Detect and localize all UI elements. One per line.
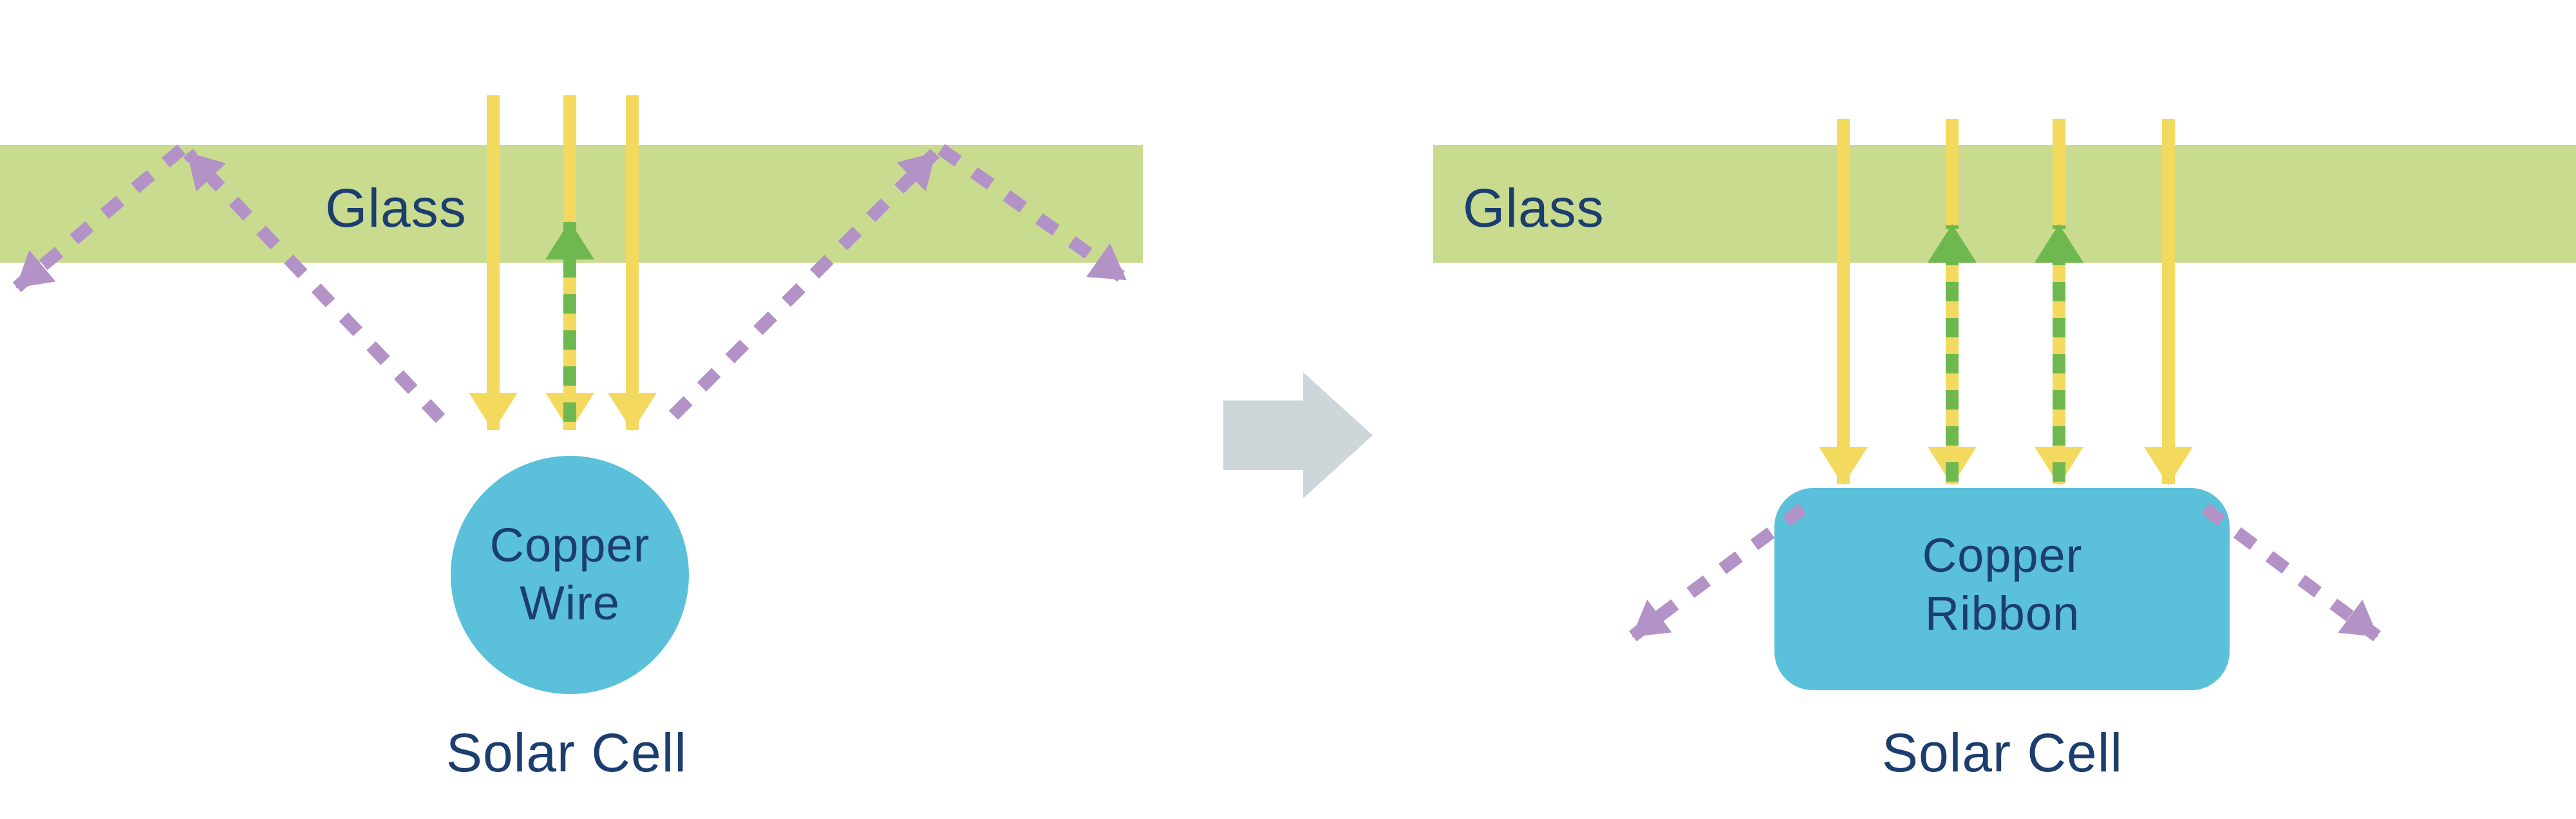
copper-wire-label-line2: Wire (520, 576, 620, 630)
solar-cell-caption: Solar Cell (446, 722, 687, 783)
copper-ribbon-shape (1774, 488, 2230, 690)
copper-wire-shape (451, 456, 689, 694)
panel-copper-ribbon: Glass Copper Ribbon Solar Cell (1433, 119, 2576, 783)
glass-label: Glass (1463, 178, 1604, 238)
glass-label: Glass (325, 178, 467, 238)
glass-layer (1433, 145, 2576, 263)
transition-right-arrow-icon (1223, 372, 1373, 498)
copper-wire-label-line1: Copper (490, 518, 650, 572)
solar-cell-caption: Solar Cell (1882, 722, 2123, 783)
copper-ribbon-label-line2: Ribbon (1925, 587, 2080, 640)
lost-light-ray-left-icon (1629, 504, 1807, 641)
copper-ribbon-label-line1: Copper (1923, 529, 2083, 582)
lost-light-ray-right-icon (2201, 503, 2381, 642)
panel-copper-wire: Glass Copper Wire Solar Cell (0, 95, 1143, 783)
lost-light-ray-left-exit-icon (12, 144, 186, 292)
